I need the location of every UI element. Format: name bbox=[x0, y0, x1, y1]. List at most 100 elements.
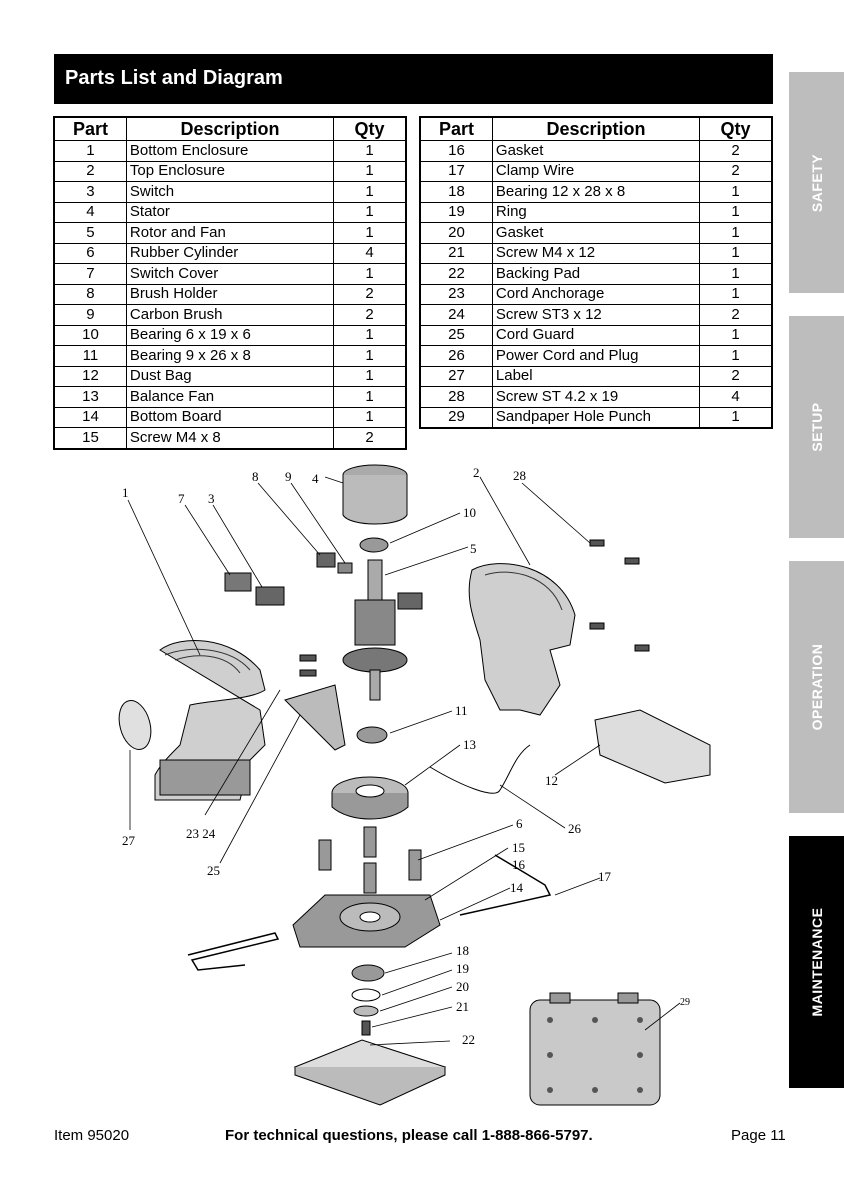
callout-label: 10 bbox=[463, 505, 476, 520]
rubber-cylinder-set-part bbox=[318, 826, 422, 894]
screw-part bbox=[299, 669, 317, 677]
part-number-cell: 6 bbox=[53, 242, 127, 264]
part-number-cell: 17 bbox=[419, 160, 493, 182]
qty-cell: 1 bbox=[699, 406, 773, 429]
description-cell: Bottom Board bbox=[125, 406, 335, 428]
sandpaper-hole-punch-part bbox=[529, 992, 661, 1106]
col-header-description: Description bbox=[491, 116, 701, 141]
callout-label: 9 bbox=[285, 469, 292, 484]
qty-cell: 2 bbox=[333, 427, 407, 449]
tab-maintenance[interactable]: MAINTENANCE bbox=[789, 836, 844, 1088]
section-title: Parts List and Diagram bbox=[65, 67, 283, 89]
description-cell: Cord Guard bbox=[491, 324, 701, 346]
qty-cell: 2 bbox=[699, 140, 773, 162]
callout-label: 7 bbox=[178, 491, 185, 506]
callout-label: 17 bbox=[598, 869, 612, 884]
description-cell: Switch bbox=[125, 181, 335, 203]
section-header: Parts List and Diagram bbox=[54, 54, 773, 104]
part-number-cell: 19 bbox=[419, 201, 493, 223]
callout-label: 5 bbox=[470, 541, 477, 556]
col-header-qty: Qty bbox=[333, 116, 407, 141]
callout-label: 23 24 bbox=[186, 826, 216, 841]
description-cell: Cord Anchorage bbox=[491, 283, 701, 305]
tab-label: SETUP bbox=[808, 402, 825, 452]
description-cell: Bearing 6 x 19 x 6 bbox=[125, 324, 335, 346]
description-cell: Balance Fan bbox=[125, 386, 335, 408]
description-cell: Sandpaper Hole Punch bbox=[491, 406, 701, 429]
ring-part bbox=[351, 988, 381, 1002]
description-cell: Backing Pad bbox=[491, 263, 701, 285]
part-number-cell: 20 bbox=[419, 222, 493, 244]
part-number-cell: 8 bbox=[53, 283, 127, 305]
clamp-wire-part bbox=[459, 854, 552, 916]
part-number-cell: 13 bbox=[53, 386, 127, 408]
part-number-cell: 4 bbox=[53, 201, 127, 223]
callout-label: 1 bbox=[122, 485, 129, 500]
bearing-part bbox=[359, 537, 389, 553]
description-cell: Dust Bag bbox=[125, 365, 335, 387]
description-cell: Brush Holder bbox=[125, 283, 335, 305]
description-cell: Screw ST 4.2 x 19 bbox=[491, 386, 701, 408]
tab-safety[interactable]: SAFETY bbox=[789, 72, 844, 293]
part-number-cell: 12 bbox=[53, 365, 127, 387]
callout-label: 15 bbox=[512, 840, 525, 855]
col-header-qty: Qty bbox=[699, 116, 773, 141]
dust-bag-part bbox=[594, 709, 711, 784]
part-number-cell: 1 bbox=[53, 140, 127, 162]
description-cell: Switch Cover bbox=[125, 263, 335, 285]
description-cell: Carbon Brush bbox=[125, 304, 335, 326]
description-cell: Rotor and Fan bbox=[125, 222, 335, 244]
callout-label: 2 bbox=[473, 465, 480, 480]
bottom-board-part bbox=[292, 894, 441, 948]
qty-cell: 1 bbox=[333, 201, 407, 223]
callout-label: 19 bbox=[456, 961, 469, 976]
qty-cell: 1 bbox=[333, 324, 407, 346]
stator-part bbox=[342, 464, 408, 525]
page-number: Page 11 bbox=[731, 1127, 786, 1144]
qty-cell: 1 bbox=[699, 181, 773, 203]
backing-pad-part bbox=[293, 1039, 447, 1106]
callout-label: 22 bbox=[462, 1032, 475, 1047]
qty-cell: 1 bbox=[333, 222, 407, 244]
qty-cell: 1 bbox=[699, 222, 773, 244]
callout-label: 16 bbox=[512, 857, 526, 872]
clamp-wire-part bbox=[187, 932, 280, 971]
screw-part bbox=[299, 654, 317, 662]
description-cell: Top Enclosure bbox=[125, 160, 335, 182]
callout-label: 11 bbox=[455, 703, 468, 718]
callout-label: 20 bbox=[456, 979, 469, 994]
tab-setup[interactable]: SETUP bbox=[789, 316, 844, 538]
bottom-enclosure-part bbox=[154, 640, 266, 801]
callout-label: 18 bbox=[456, 943, 469, 958]
part-number-cell: 14 bbox=[53, 406, 127, 428]
balance-fan-part bbox=[331, 776, 409, 820]
bearing-part bbox=[356, 726, 388, 744]
description-cell: Ring bbox=[491, 201, 701, 223]
qty-cell: 1 bbox=[333, 160, 407, 182]
description-cell: Bearing 9 x 26 x 8 bbox=[125, 345, 335, 367]
description-cell: Screw M4 x 8 bbox=[125, 427, 335, 449]
description-cell: Bottom Enclosure bbox=[125, 140, 335, 162]
qty-cell: 2 bbox=[699, 304, 773, 326]
tab-operation[interactable]: OPERATION bbox=[789, 561, 844, 813]
part-number-cell: 21 bbox=[419, 242, 493, 264]
item-number: Item 95020 bbox=[54, 1127, 130, 1144]
part-number-cell: 7 bbox=[53, 263, 127, 285]
part-number-cell: 28 bbox=[419, 386, 493, 408]
part-number-cell: 10 bbox=[53, 324, 127, 346]
